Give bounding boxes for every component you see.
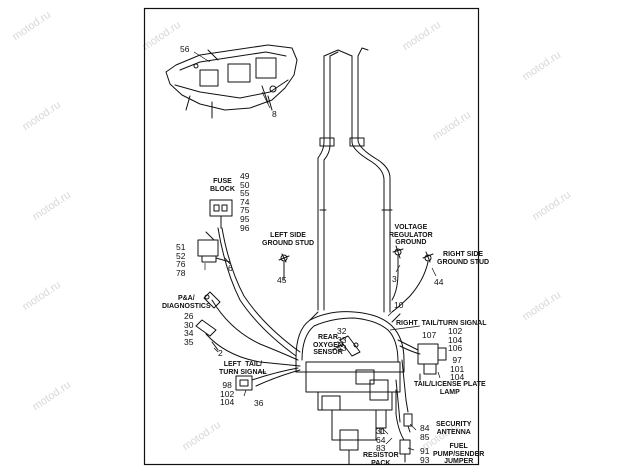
label-right-tail-turn-signal: RIGHT TAIL/TURN SIGNAL — [396, 320, 487, 327]
callout-44: 44 — [434, 277, 444, 287]
label-fuel-pump-sender-jumper: FUEL PUMP/SENDER JUMPER — [433, 443, 485, 465]
left-tail-connector — [235, 375, 253, 391]
callout-56: 56 — [180, 44, 190, 54]
resistor-pack-part — [375, 409, 387, 435]
label-fuse-block: FUSE BLOCK — [210, 178, 235, 193]
callout-2: 2 — [218, 348, 223, 358]
label-tail-license-plate-lamp: TAIL/LICENSE PLATE LAMP — [414, 381, 486, 396]
left-relay-connector — [197, 231, 231, 263]
callout-107: 107 — [422, 330, 437, 340]
label-right-ground-stud: RIGHT SIDE GROUND STUD — [437, 251, 490, 266]
leader-lines — [193, 51, 441, 451]
callout-o2-list: 32 33 53 — [337, 326, 347, 354]
label-security-antenna: SECURITY ANTENNA — [436, 421, 472, 436]
callout-8: 8 — [272, 109, 277, 119]
fuse-block-part — [209, 199, 233, 229]
callout-fuel-pump-list: 91 93 — [420, 446, 430, 465]
label-rear-oxygen-sensor: REAR OXYGEN SENSOR — [313, 334, 343, 356]
label-left-tail-turn-signal: LEFT TAIL/ TURN SIGNAL — [219, 361, 267, 376]
right-ground-stud — [391, 251, 434, 313]
label-voltage-regulator-ground: VOLTAGE REGULATOR GROUND — [389, 224, 433, 246]
callout-security-list: 84 85 — [420, 423, 430, 442]
callout-10: 10 — [394, 300, 404, 310]
label-resistor-pack: RESISTOR PACK — [363, 452, 399, 467]
fuel-pump-jumper-part — [399, 439, 411, 463]
label-pa-diagnostics: P&A/ DIAGNOSTICS — [162, 295, 211, 310]
voltage-regulator-ground-stud — [391, 245, 404, 301]
right-harness-branches — [395, 339, 421, 441]
callout-tail-plate-list: 97 101 104 — [450, 355, 465, 383]
callout-fuse-block-list: 49 50 55 74 75 95 96 — [240, 171, 250, 233]
callout-45: 45 — [277, 275, 287, 285]
rear-fender-loop — [295, 311, 405, 465]
callout-resistor-list: 31 64 83 — [376, 426, 386, 454]
callout-6: 6 — [228, 263, 233, 273]
security-antenna-part — [403, 413, 413, 433]
right-tail-connector — [417, 343, 447, 381]
pa-diagnostics-connector — [195, 291, 221, 351]
left-harness-branches — [205, 227, 301, 387]
callout-left-relay-list: 51 52 76 78 — [176, 242, 186, 278]
diagram-border — [143, 7, 480, 466]
upper-bracket-part — [165, 44, 298, 119]
callout-3: 3 — [392, 274, 397, 284]
callout-pa-list: 26 30 34 35 — [184, 311, 194, 347]
callout-36: 36 — [254, 398, 264, 408]
label-left-ground-stud: LEFT SIDE GROUND STUD — [262, 232, 315, 247]
callout-right-tail-list: 102 104 106 — [448, 326, 463, 354]
callout-left-tail-list: 98 102 104 — [220, 380, 235, 408]
main-harness — [317, 47, 393, 313]
